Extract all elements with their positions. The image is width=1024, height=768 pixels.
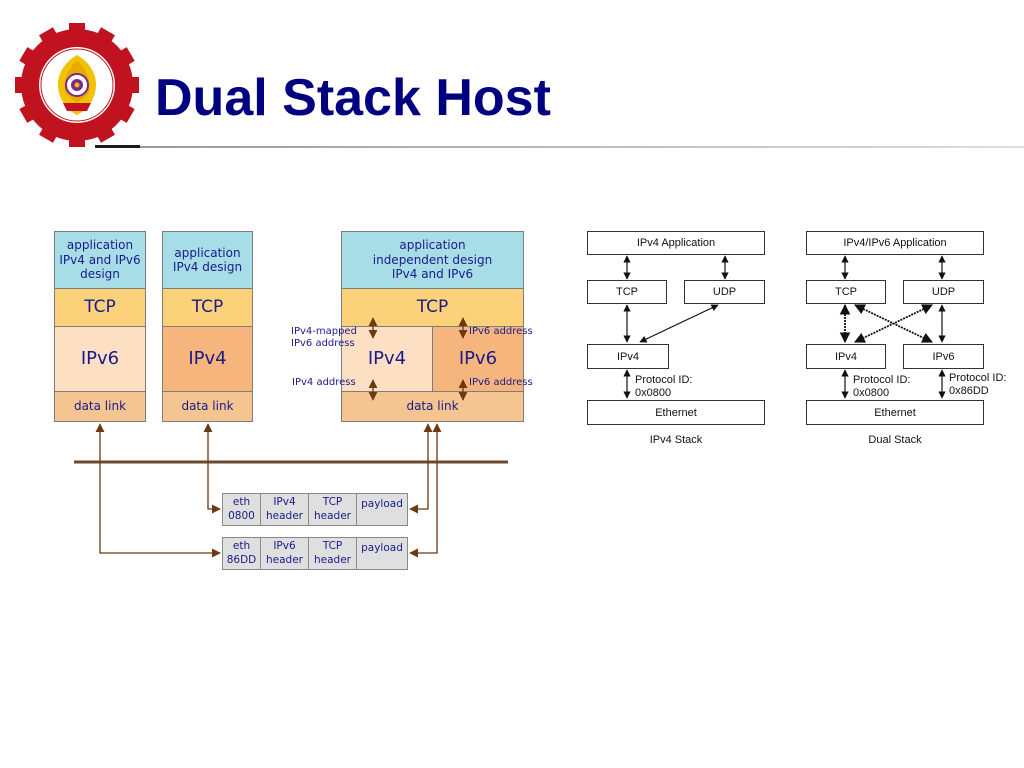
packet1-tcp-header: TCP header [308,493,357,526]
title-divider-accent [95,145,140,148]
dual-stack-ethernet: Ethernet [806,400,984,425]
ipv4-protocol-id-label: Protocol ID: [635,374,693,386]
dual-stack-application: IPv4/IPv6 Application [806,231,984,255]
ipv4-mapped-address-label: IPv4-mapped IPv6 address [291,326,357,349]
dual-stack-ipv6: IPv6 [903,344,984,369]
dual-stack-ipv4: IPv4 [806,344,886,369]
ipv4-stack-udp: UDP [684,280,765,304]
stack2-to-ipv4-packet-arrow [203,423,221,514]
ipv4-stack-ip: IPv4 [587,344,669,369]
dual-stack-caption: Dual Stack [868,434,922,446]
dual-ipv6-protocol-id-value: 0x86DD [949,385,989,397]
stack1-ipv6: IPv6 [54,326,146,392]
packet2-ip-header: IPv6 header [260,537,309,570]
packet2-eth: eth 86DD [222,537,261,570]
dual-stack-tcp: TCP [806,280,886,304]
stack1-data-link: data link [54,391,146,422]
ipv6-address-label-bottom: IPv6 address [469,377,533,388]
stack2-application: application IPv4 design [162,231,253,289]
ipv4-udp-ip-arrow [639,304,719,343]
stack1-to-ipv6-packet-arrow [95,423,221,558]
stack3-to-ipv4-packet-arrow [409,423,433,514]
dual-ipv6-protocol-id-label: Protocol ID: [949,372,1007,384]
dual-ipv4-protocol-id-value: 0x0800 [853,387,890,399]
stack2-data-link: data link [162,391,253,422]
ipv4-address-label: IPv4 address [292,377,356,388]
slide-title: Dual Stack Host [155,69,551,127]
packet1-eth: eth 0800 [222,493,261,526]
stack3-application: application independent design IPv4 and … [341,231,524,289]
packet2-payload: payload [356,537,408,570]
university-logo [15,23,139,147]
dual-udp-ipv4-arrow [854,304,933,343]
dual-stack-udp: UDP [903,280,984,304]
ipv4-stack-caption: IPv4 Stack [649,434,703,446]
ipv4-protocol-id-value: 0x0800 [635,387,672,399]
stack3-to-ipv6-packet-arrow [409,423,442,558]
title-divider [140,146,1024,148]
packet1-ip-header: IPv4 header [260,493,309,526]
stack2-ipv4: IPv4 [162,326,253,392]
stack2-tcp: TCP [162,288,253,327]
packet1-payload: payload [356,493,408,526]
stack3-ipv6: IPv6 [432,326,524,392]
ipv4-stack-tcp: TCP [587,280,667,304]
ipv4-stack-ethernet: Ethernet [587,400,765,425]
stack1-tcp: TCP [54,288,146,327]
stack1-application: application IPv4 and IPv6 design [54,231,146,289]
dual-ipv4-protocol-id-label: Protocol ID: [853,374,911,386]
ipv6-address-label-top: IPv6 address [469,326,533,337]
ipv4-stack-application: IPv4 Application [587,231,765,255]
